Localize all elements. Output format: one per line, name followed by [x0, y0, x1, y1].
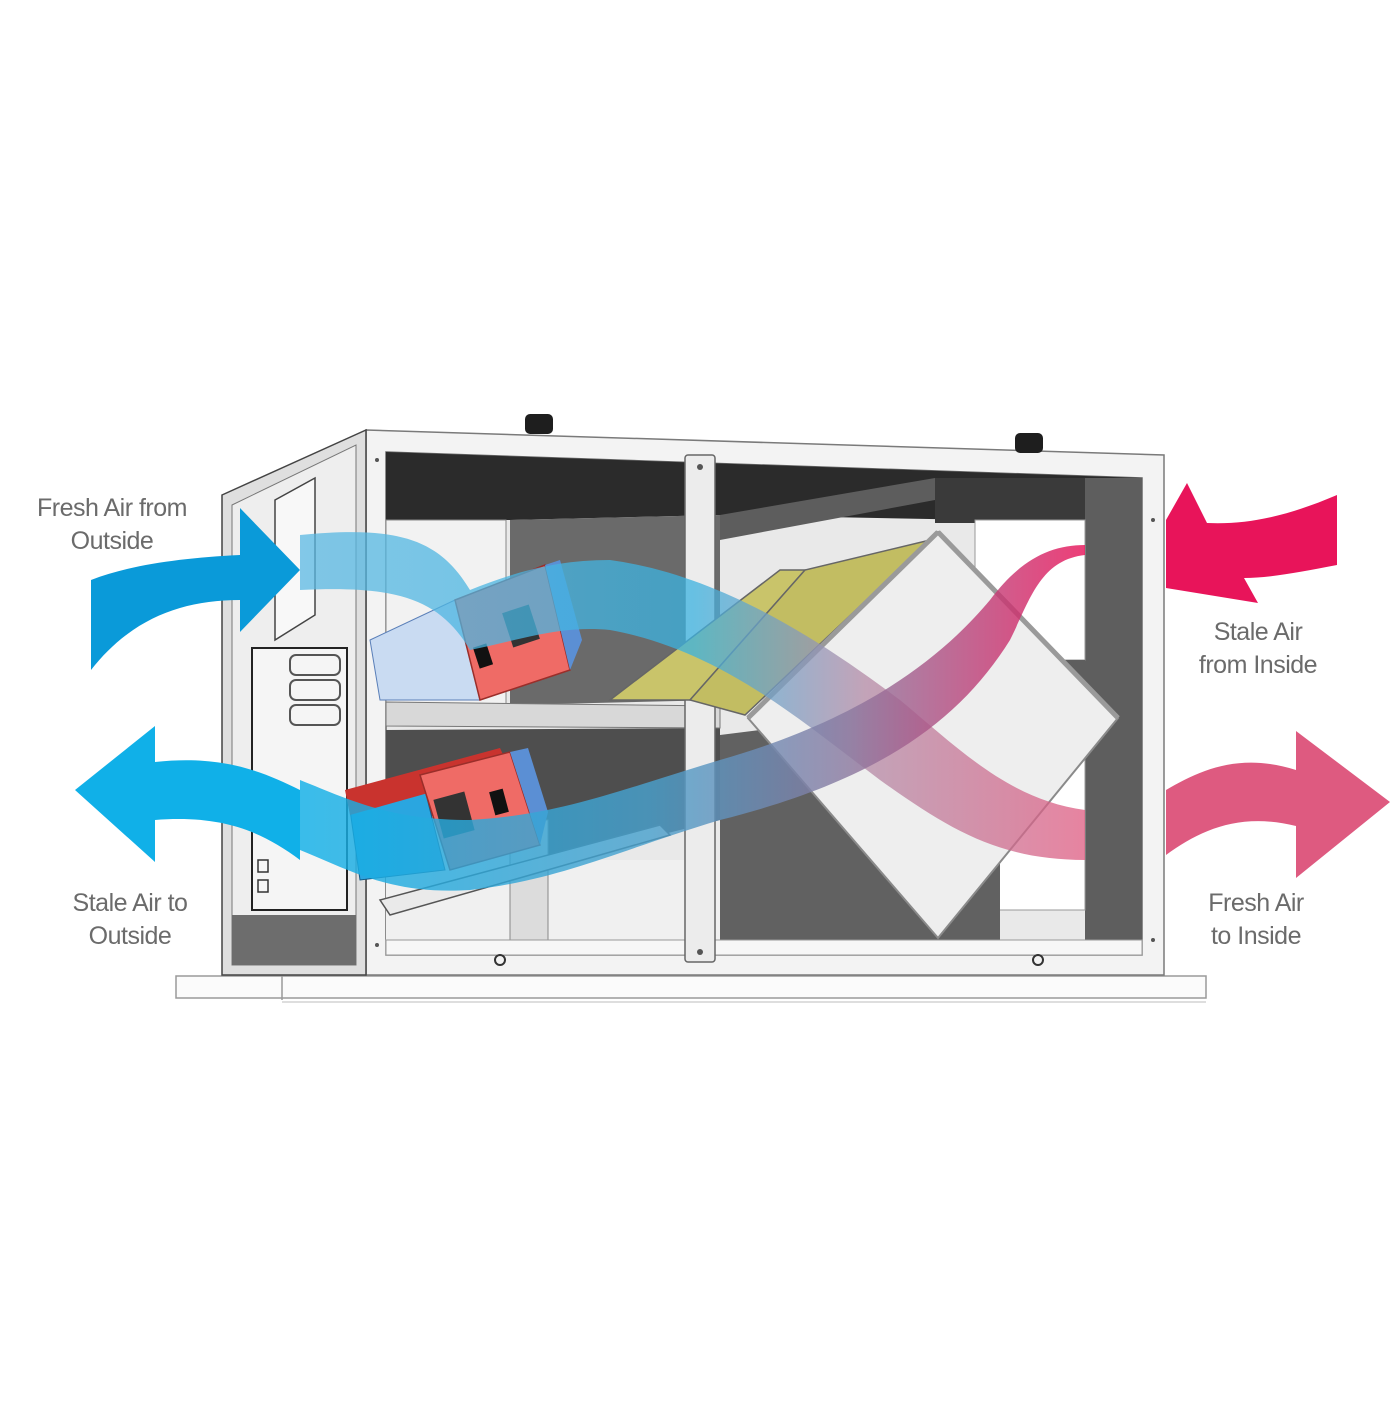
label-stale-air-from-inside: Stale Air from Inside	[1168, 616, 1348, 682]
label-line: Stale Air to	[72, 889, 188, 917]
arrow-fresh-air-out	[1166, 731, 1390, 878]
arrow-stale-air-in	[1166, 483, 1337, 603]
label-line: Fresh Air from	[37, 494, 187, 522]
airflow-streams	[300, 532, 1085, 891]
label-stale-air-to-outside: Stale Air to Outside	[40, 887, 220, 953]
arrow-stale-air-out	[75, 726, 300, 862]
label-fresh-air-to-inside: Fresh Air to Inside	[1166, 887, 1346, 953]
label-line: Fresh Air	[1208, 889, 1304, 917]
label-line: Outside	[70, 527, 154, 555]
label-line: to Inside	[1210, 922, 1302, 950]
label-fresh-air-from-outside: Fresh Air from Outside	[22, 492, 202, 558]
arrow-fresh-air-in	[91, 508, 300, 670]
label-line: from Inside	[1198, 651, 1318, 679]
label-line: Stale Air	[1213, 618, 1303, 646]
label-line: Outside	[88, 922, 172, 950]
base-rail	[175, 975, 1207, 1003]
